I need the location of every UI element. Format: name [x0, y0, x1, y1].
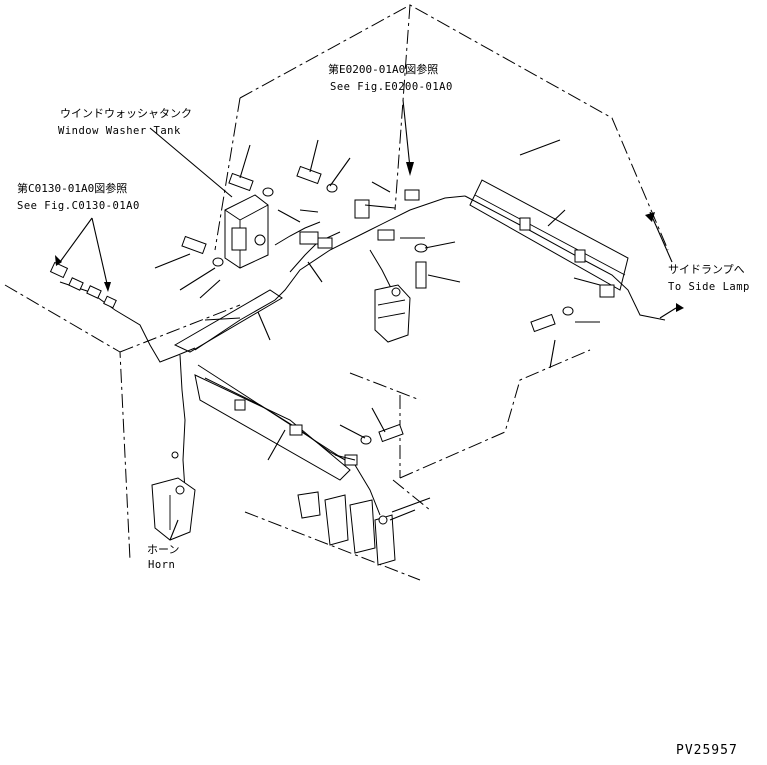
horn-en: Horn: [148, 559, 175, 571]
ref-e0200-jp: 第E0200-01A0図参照: [328, 62, 438, 76]
leader-lines: [55, 99, 684, 541]
side-lamp-en: To Side Lamp: [668, 281, 750, 293]
washer-tank-jp: ウインドウォッシャタンク: [60, 107, 192, 120]
ref-c0130-en: See Fig.C0130-01A0: [17, 200, 140, 212]
left-cover: [173, 289, 351, 481]
drawing-number: PV25957: [676, 743, 738, 758]
callouts: 第E0200-01A0図参照 See Fig.E0200-01A0 ウインドウォ…: [17, 62, 750, 758]
lower-connector-block: [297, 491, 396, 566]
bolt-3: [181, 235, 224, 267]
bolt-2: [296, 165, 338, 193]
ref-e0200-en: See Fig.E0200-01A0: [330, 81, 453, 93]
horn-jp: ホーン: [147, 543, 179, 556]
washer-tank-en: Window Washer Tank: [58, 125, 181, 137]
main-harness: [59, 195, 666, 516]
connectors: [49, 189, 615, 466]
horn-part: [151, 477, 196, 541]
ref-c0130-jp: 第C0130-01A0図参照: [17, 181, 127, 195]
right-cover: [469, 179, 629, 291]
bolt-1: [228, 172, 274, 197]
bolt-5: [530, 306, 574, 333]
bolt-6: [360, 423, 404, 445]
side-lamp-jp: サイドランプへ: [668, 263, 745, 276]
bolts-washers: [171, 165, 574, 459]
bolt-4: [414, 243, 428, 289]
cab-outline: [4, 4, 669, 581]
washer-tank-part: [224, 194, 269, 269]
relay-cluster: [374, 284, 411, 343]
